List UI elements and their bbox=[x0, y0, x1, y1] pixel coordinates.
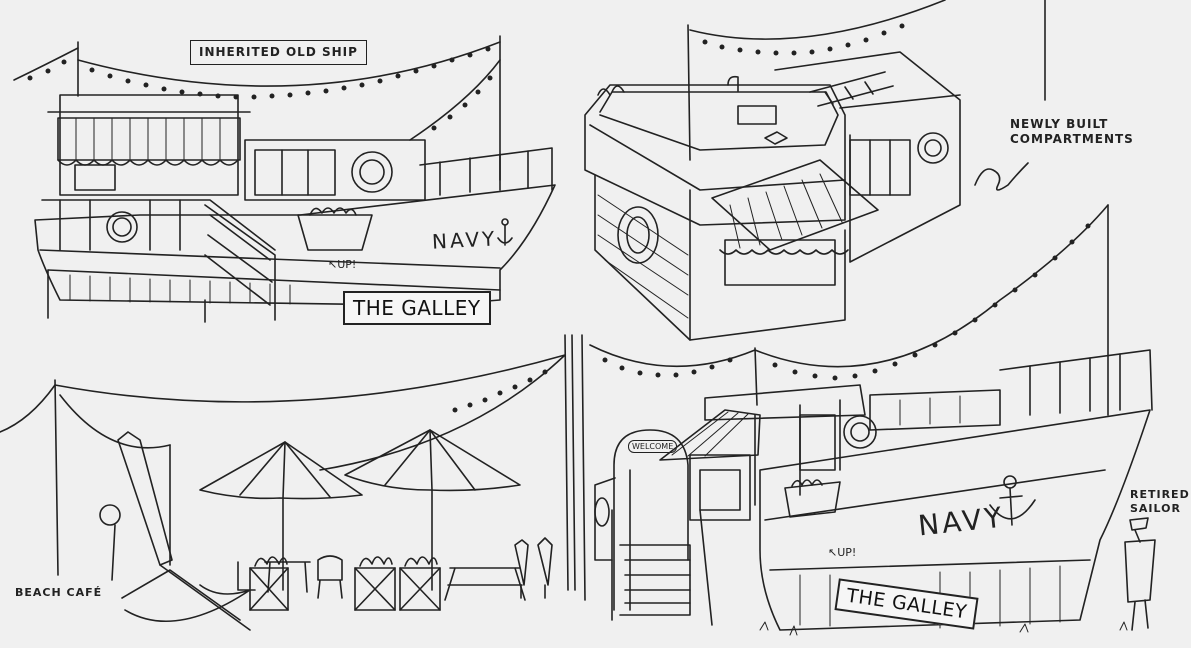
old-ship-sketch bbox=[13, 35, 556, 323]
label-beach-cafe: BEACH CAFÉ bbox=[15, 586, 103, 599]
beach-cafe-sketch bbox=[0, 334, 586, 631]
hull-text-navy-top: NAVY bbox=[431, 226, 498, 254]
label-newly-built-compartments: NEWLY BUILT COMPARTMENTS bbox=[1010, 117, 1134, 146]
hull-text-up-top: ↖UP! bbox=[328, 258, 357, 271]
hull-text-up-bottom: ↖UP! bbox=[828, 546, 857, 559]
label-inherited-old-ship: INHERITED OLD SHIP bbox=[190, 40, 367, 65]
label-retired-sailor: RETIRED SAILOR bbox=[1130, 488, 1190, 515]
bunting-lights bbox=[27, 46, 493, 131]
galley-ship-sketch bbox=[589, 204, 1156, 636]
sign-welcome: WELCOME bbox=[628, 440, 678, 453]
compartments-sketch bbox=[584, 0, 1046, 341]
sign-galley-top: THE GALLEY bbox=[343, 291, 491, 325]
